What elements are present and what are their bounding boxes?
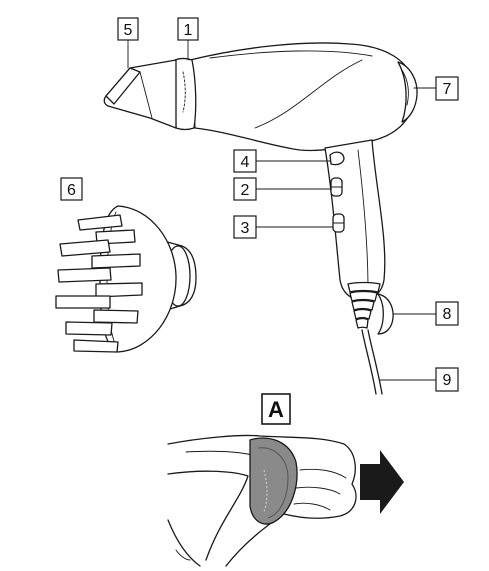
- callout-4: 4: [233, 149, 257, 173]
- cool-shot-button: [329, 151, 345, 166]
- rear-cap: [397, 61, 418, 123]
- callout-2-label: 2: [241, 182, 250, 199]
- callout-6: 6: [60, 177, 83, 201]
- concentrator-nozzle: [103, 59, 177, 129]
- filter-removal-illustration: [167, 434, 404, 567]
- callout-2: 2: [233, 177, 257, 201]
- section-a-label: A: [268, 397, 284, 422]
- callout-9-label: 9: [443, 372, 452, 389]
- callout-8-label: 8: [443, 306, 452, 323]
- callout-3: 3: [233, 215, 257, 239]
- callout-7-label: 7: [443, 81, 452, 98]
- callout-5-label: 5: [124, 22, 133, 39]
- callout-8: 8: [435, 301, 459, 326]
- hanging-loop: [377, 293, 394, 335]
- diffuser-illustration: [55, 205, 197, 353]
- power-cord: [361, 329, 377, 395]
- callout-7: 7: [435, 76, 459, 101]
- callout-9: 9: [435, 367, 459, 392]
- rear-filter: [249, 437, 298, 525]
- callout-1-label: 1: [184, 22, 193, 39]
- cable-strain-relief: [347, 281, 381, 329]
- callout-5: 5: [117, 17, 139, 41]
- callout-6-label: 6: [67, 182, 76, 199]
- dryer-body: [189, 42, 416, 152]
- hair-dryer-illustration: [103, 42, 418, 395]
- callout-3-label: 3: [241, 220, 250, 237]
- diffuser-fingers: [55, 214, 143, 353]
- callout-1: 1: [177, 17, 199, 41]
- removal-arrow: [360, 450, 404, 514]
- leader-lines: [127, 39, 437, 381]
- section-a-label-box: A: [261, 393, 291, 425]
- callout-4-label: 4: [241, 154, 250, 171]
